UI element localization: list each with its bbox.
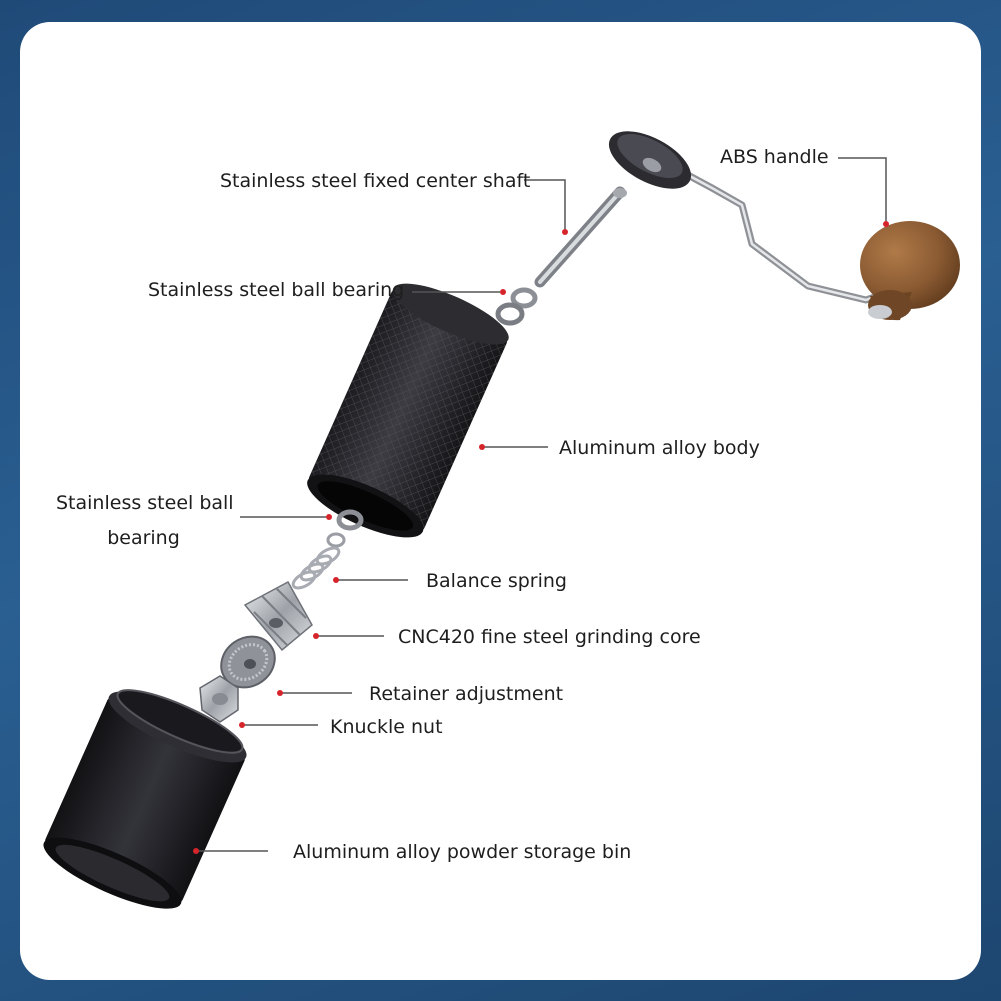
- leader-abs-handle: [838, 157, 887, 222]
- center-shaft-part: [534, 186, 627, 288]
- knuckle-nut-part: [199, 675, 239, 723]
- label-grinding-core: CNC420 fine steel grinding core: [398, 626, 701, 648]
- balance-spring-part: [291, 546, 341, 590]
- label-retainer: Retainer adjustment: [369, 683, 564, 705]
- grinder-exploded-diagram: [43, 131, 960, 909]
- abs-handle-part: [608, 131, 960, 321]
- label-center-shaft: Stainless steel fixed center shaft: [220, 170, 531, 192]
- label-ball-bearing-mid-line1: Stainless steel ball: [56, 492, 234, 514]
- retainer-adjustment-part: [220, 635, 276, 689]
- label-ball-bearing-top: Stainless steel ball bearing: [148, 279, 405, 301]
- leader-dots: [193, 221, 889, 854]
- leader-lines: [198, 157, 887, 852]
- label-alloy-body: Aluminum alloy body: [559, 437, 760, 459]
- label-balance-spring: Balance spring: [426, 570, 567, 592]
- alloy-body-part: [307, 283, 509, 538]
- diagram-card: [20, 22, 981, 980]
- label-knuckle-nut: Knuckle nut: [330, 716, 443, 738]
- label-storage-bin: Aluminum alloy powder storage bin: [293, 841, 632, 863]
- grinding-core-part: [243, 580, 313, 652]
- ball-bearing-top-part: [495, 287, 538, 326]
- ball-bearing-mid-part: [326, 509, 364, 548]
- leader-center-shaft: [524, 179, 566, 230]
- label-ball-bearing-mid-line2: bearing: [107, 527, 180, 549]
- label-abs-handle: ABS handle: [720, 146, 829, 168]
